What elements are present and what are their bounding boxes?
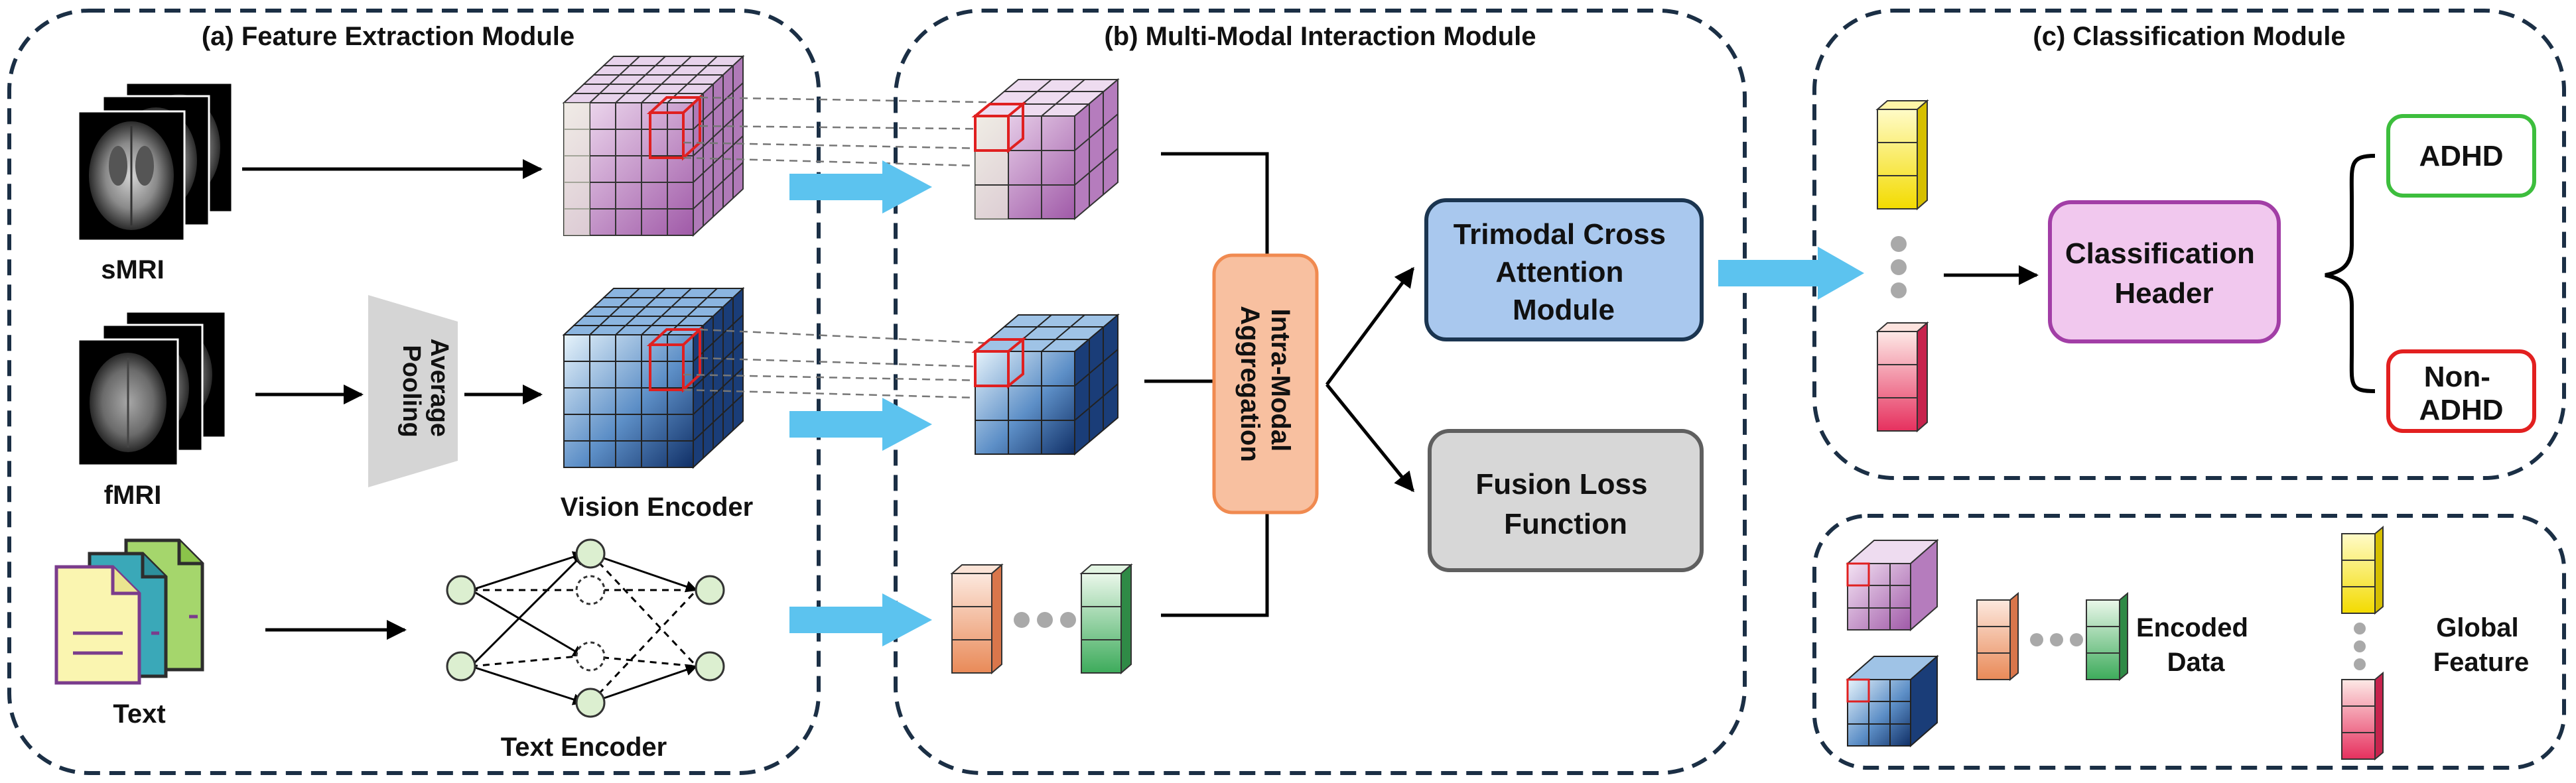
- legend-global-line-1: Global: [2436, 613, 2518, 642]
- fusion-loss-block: Fusion Loss Function: [1428, 429, 1704, 572]
- interaction-title: (b) Multi-Modal Interaction Module: [1104, 22, 1536, 51]
- svg-text:Non- ADHD: Non- ADHD: [2419, 361, 2503, 426]
- classification-title: (c) Classification Module: [2033, 22, 2345, 51]
- header-line-2: Header: [2114, 277, 2213, 310]
- adhd-label: ADHD: [2419, 140, 2503, 172]
- smri-image-stack: [77, 82, 234, 242]
- svg-text:Average Pooling: Average Pooling: [397, 338, 453, 444]
- svg-text:Trimodal Cross Attention: Trimodal Cross Attention Module: [1454, 218, 1674, 326]
- classification-module: (c) Classification Module: [1812, 9, 2566, 480]
- legend-global-line-2: Feature: [2433, 648, 2530, 677]
- fmri-image-stack: [77, 310, 227, 467]
- svg-text:Classification Header: Classification Header: [2065, 237, 2263, 310]
- aggregation-line-2: Aggregation: [1235, 306, 1264, 462]
- average-pooling-block: Average Pooling: [368, 295, 458, 487]
- svg-text:Global Feature: Global Feature: [2433, 613, 2530, 677]
- global-feature-red: [1875, 321, 1929, 433]
- header-line-1: Classification: [2065, 237, 2255, 270]
- fusion-line-1: Fusion Loss: [1475, 468, 1647, 501]
- adhd-output: ADHD: [2386, 114, 2536, 198]
- svg-text:Encoded Data: Encoded Data: [2136, 613, 2256, 677]
- trimodal-line-3: Module: [1513, 294, 1615, 326]
- smri-patch-cube: [971, 78, 1120, 221]
- non-adhd-output: Non- ADHD: [2386, 349, 2536, 433]
- pooling-line-2: Pooling: [397, 345, 425, 437]
- global-feature-yellow: [1875, 99, 1929, 211]
- blue-transfer-arrows: [789, 160, 1864, 646]
- fmri-feature-cube: [562, 286, 745, 469]
- text-label: Text: [113, 699, 165, 729]
- ellipsis-dots: [1891, 236, 1907, 298]
- aggregation-connectors: [1144, 152, 1415, 617]
- projection-lines: [683, 96, 1022, 399]
- text-token-columns: [950, 563, 1133, 675]
- svg-text:Fusion Loss Function: Fusion Loss Function: [1475, 468, 1655, 540]
- classification-header-block: Classification Header: [2048, 200, 2281, 343]
- feature-extraction-title: (a) Feature Extraction Module: [202, 22, 575, 51]
- legend-smri-cube: [1846, 538, 1939, 632]
- fmri-label: fMRI: [104, 481, 162, 510]
- fusion-line-2: Function: [1504, 508, 1627, 540]
- svg-text:Intra-Modal Aggregation: Intra-Modal Aggregation: [1235, 306, 1295, 462]
- text-encoder-label: Text Encoder: [501, 733, 667, 762]
- legend-encoded-line-1: Encoded: [2136, 613, 2248, 642]
- vision-encoder-label: Vision Encoder: [561, 493, 753, 522]
- aggregation-line-1: Intra-Modal: [1266, 309, 1295, 452]
- smri-feature-cube: [562, 54, 745, 237]
- text-encoder-network: [446, 538, 725, 718]
- intra-modal-aggregation-block: Intra-Modal Aggregation: [1212, 253, 1319, 514]
- legend-token-columns: [1976, 591, 2128, 682]
- trimodal-line-1: Trimodal Cross: [1454, 218, 1666, 251]
- legend-global-feature-columns: [2341, 525, 2384, 761]
- non-adhd-line-1: Non-: [2424, 361, 2490, 393]
- trimodal-line-2: Attention: [1495, 256, 1623, 288]
- legend-fmri-cube: [1846, 654, 1939, 748]
- curly-brace: [2325, 154, 2376, 393]
- smri-label: sMRI: [101, 255, 165, 284]
- feature-extraction-module: (a) Feature Extraction Module: [7, 9, 821, 775]
- legend-encoded-line-2: Data: [2167, 648, 2225, 677]
- pooling-line-1: Average: [425, 338, 453, 437]
- fmri-patch-cube: [971, 313, 1120, 456]
- trimodal-cross-attention-block: Trimodal Cross Attention Module: [1424, 198, 1704, 341]
- non-adhd-line-2: ADHD: [2419, 394, 2503, 426]
- interaction-module: (b) Multi-Modal Interaction Module: [894, 9, 1747, 775]
- text-document-icon: [54, 538, 204, 685]
